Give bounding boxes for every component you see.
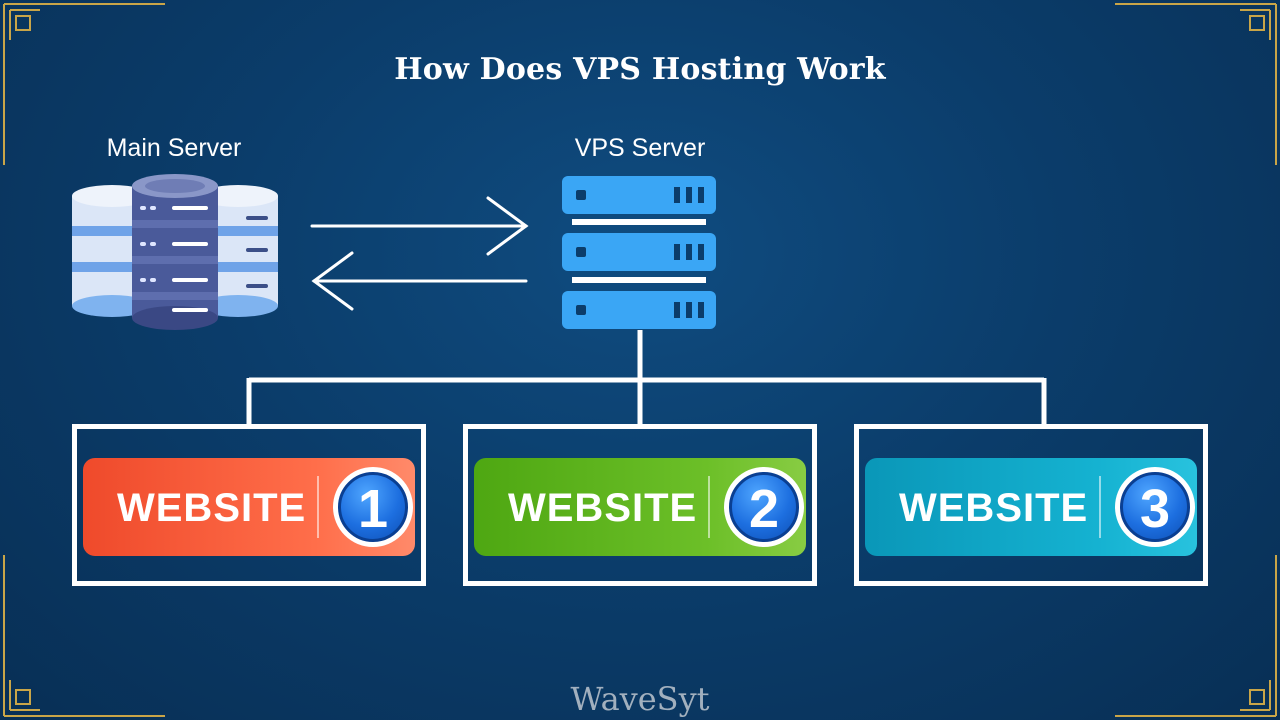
website-number: 1 bbox=[357, 479, 389, 539]
corner-ornament-bottom-right bbox=[1115, 555, 1277, 717]
arrow-right-icon bbox=[310, 196, 529, 256]
watermark-logo: WaveSyt bbox=[570, 680, 710, 718]
main-server-label: Main Server bbox=[106, 134, 242, 162]
database-stack-icon bbox=[72, 174, 278, 330]
website-frame-1: WEBSITE 1 bbox=[72, 424, 426, 586]
vps-server-label: VPS Server bbox=[574, 134, 706, 162]
website-label: WEBSITE bbox=[899, 486, 1089, 530]
website-badge-1: WEBSITE 1 bbox=[83, 458, 415, 556]
website-badge-3: WEBSITE 3 bbox=[865, 458, 1197, 556]
number-circle-icon: 2 bbox=[724, 467, 804, 547]
website-label: WEBSITE bbox=[508, 486, 698, 530]
number-circle-icon: 1 bbox=[333, 467, 413, 547]
pill-divider bbox=[708, 476, 710, 538]
website-frame-3: WEBSITE 3 bbox=[854, 424, 1208, 586]
website-badge-2: WEBSITE 2 bbox=[474, 458, 806, 556]
corner-ornament-bottom-left bbox=[3, 555, 165, 717]
server-rack-icon bbox=[562, 176, 716, 329]
website-label: WEBSITE bbox=[117, 486, 307, 530]
page-title: How Does VPS Hosting Work bbox=[394, 52, 886, 87]
number-circle-icon: 3 bbox=[1115, 467, 1195, 547]
website-number: 2 bbox=[748, 479, 780, 539]
corner-ornament-top-left bbox=[3, 3, 165, 165]
arrow-left-icon bbox=[311, 251, 528, 311]
pill-divider bbox=[317, 476, 319, 538]
website-number: 3 bbox=[1139, 479, 1171, 539]
corner-ornament-top-right bbox=[1115, 3, 1277, 165]
pill-divider bbox=[1099, 476, 1101, 538]
website-frame-2: WEBSITE 2 bbox=[463, 424, 817, 586]
connector-lines bbox=[246, 330, 1047, 426]
